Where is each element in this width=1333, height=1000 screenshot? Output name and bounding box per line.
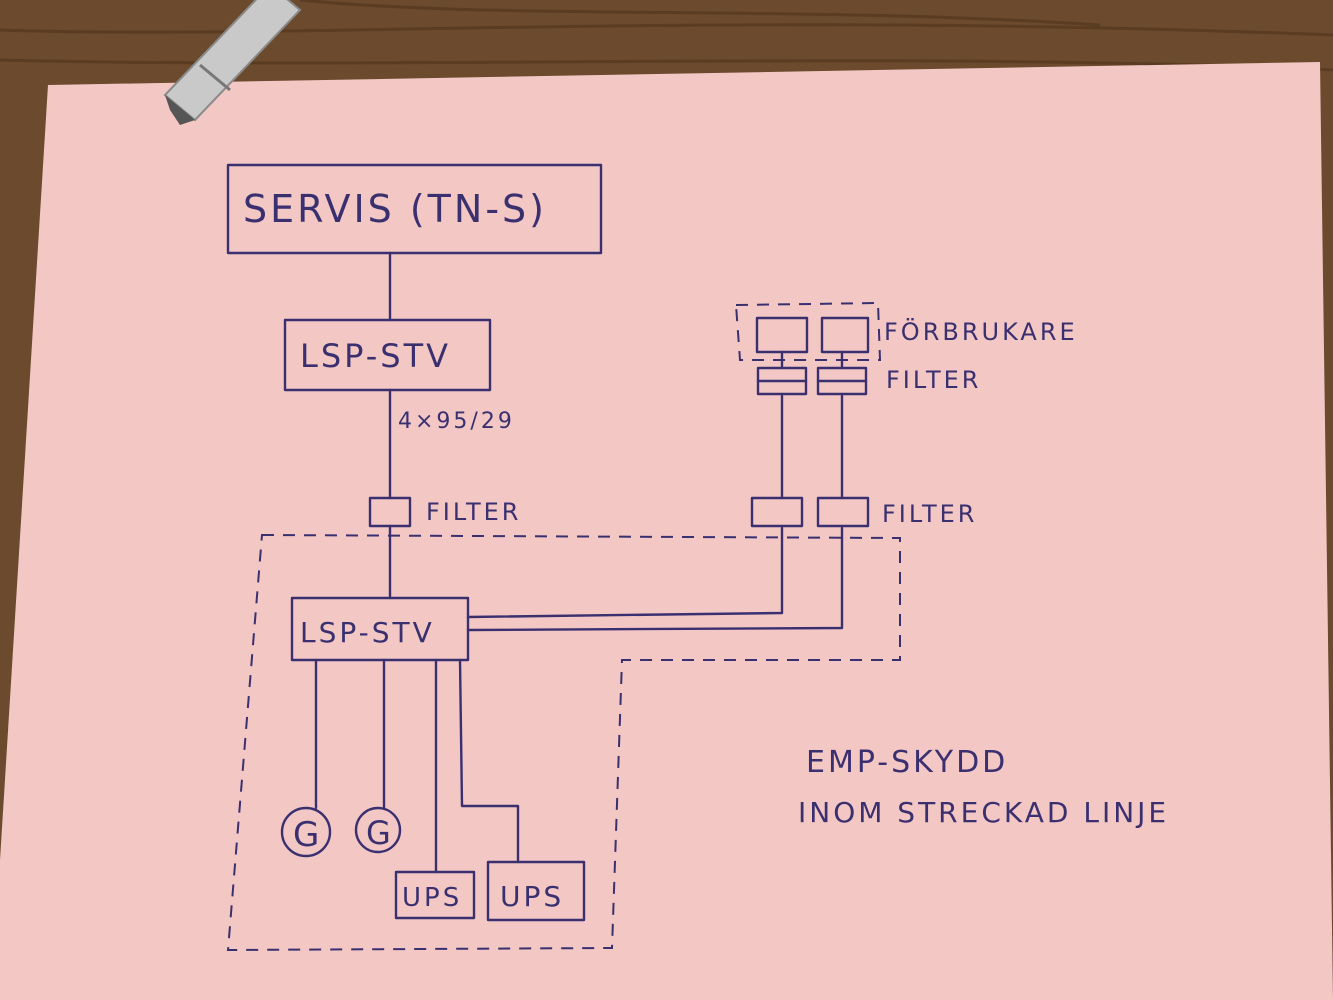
generator-2-label: G [366,814,394,852]
consumer-box-2 [820,316,870,354]
emp-boundary [226,533,901,952]
servis-box [226,163,603,255]
pen-icon [163,0,302,125]
lower-panel-to-right-filter-2-line [466,526,844,632]
upper-panel-box [283,318,492,392]
lower-panel-label: LSP-STV [300,616,435,649]
wood-grain [0,0,1333,72]
ups-2-label: UPS [500,880,564,913]
servis-label: SERVIS (TN-S) [243,187,547,231]
filter-consumer-label: FILTER [886,366,981,394]
branch-ups-2 [458,658,520,864]
generator-1-symbol [280,806,332,858]
filter-main-label: FILTER [426,498,521,526]
generator-2-symbol [354,806,402,854]
note-line-2: INOM STRECKAD LINJE [798,796,1169,829]
ups-1-box [394,870,476,920]
upper-panel-label: LSP-STV [300,337,451,375]
note-line-1: EMP-SKYDD [806,745,1008,780]
consumer-label: FÖRBRUKARE [884,317,1078,346]
ups-1-label: UPS [402,883,462,913]
lower-panel-to-right-filter-1-line [466,526,784,619]
ups-2-box [486,860,586,922]
cable-label: 4×95/29 [398,409,515,434]
generator-1-label: G [293,815,322,855]
right-filter-box-1 [750,496,804,528]
paper-sheet [0,62,1333,1000]
consumer-boundary [734,301,882,361]
filter-right-label: FILTER [882,500,977,528]
